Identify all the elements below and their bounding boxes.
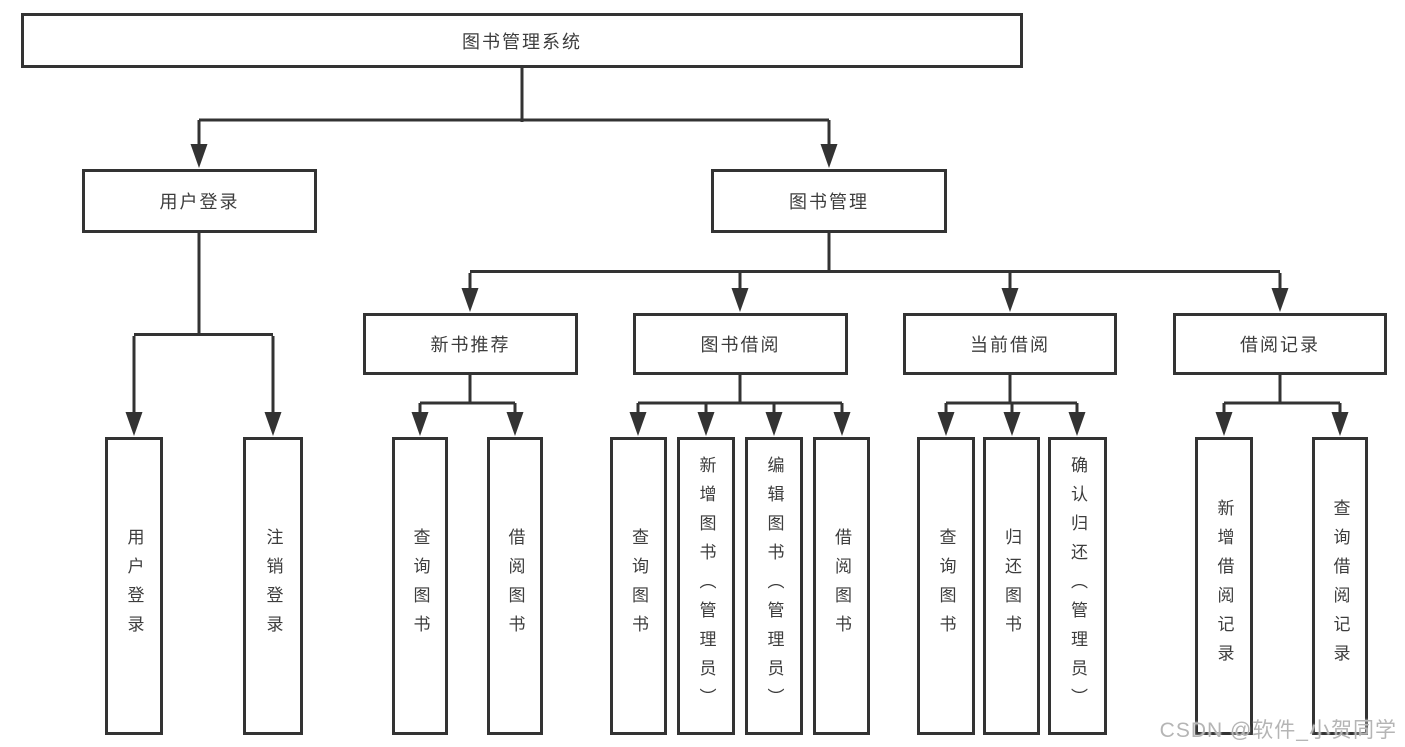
node-leaf-logout-label: 注销登录 (263, 528, 283, 644)
node-root-label: 图书管理系统 (462, 31, 582, 52)
node-leaf-cur-query-books: 查询图书 (917, 437, 975, 735)
node-leaf-bw-add-books-admin: 新增图书（管理员） (677, 437, 735, 735)
node-leaf-logout: 注销登录 (243, 437, 303, 735)
node-leaf-nb-query-books: 查询图书 (392, 437, 448, 735)
node-leaf-rec-add-record: 新增借阅记录 (1195, 437, 1253, 735)
node-new-book-recommend: 新书推荐 (363, 313, 578, 375)
node-leaf-rec-query-record-label: 查询借阅记录 (1330, 499, 1350, 673)
node-leaf-nb-borrow-books: 借阅图书 (487, 437, 543, 735)
node-leaf-nb-query-books-label: 查询图书 (410, 528, 430, 644)
node-leaf-bw-query-books-label: 查询图书 (629, 528, 648, 644)
node-leaf-bw-query-books: 查询图书 (610, 437, 667, 735)
node-leaf-bw-add-books-admin-label: 新增图书（管理员） (696, 455, 716, 717)
node-borrowing-records-label: 借阅记录 (1240, 335, 1320, 355)
node-borrowing-records: 借阅记录 (1173, 313, 1387, 375)
node-leaf-bw-edit-books-admin: 编辑图书（管理员） (745, 437, 803, 735)
node-leaf-cur-return-books-label: 归还图书 (1002, 528, 1021, 644)
node-leaf-bw-borrow-books: 借阅图书 (813, 437, 870, 735)
node-leaf-nb-borrow-books-label: 借阅图书 (505, 528, 525, 644)
node-leaf-user-login: 用户登录 (105, 437, 163, 735)
node-user-login: 用户登录 (82, 169, 317, 233)
node-current-borrowing-label: 当前借阅 (970, 335, 1050, 355)
node-book-borrowing: 图书借阅 (633, 313, 848, 375)
node-book-management: 图书管理 (711, 169, 947, 233)
node-leaf-cur-query-books-label: 查询图书 (936, 528, 956, 644)
node-leaf-bw-edit-books-admin-label: 编辑图书（管理员） (764, 455, 784, 717)
node-leaf-user-login-label: 用户登录 (124, 528, 144, 644)
node-leaf-cur-confirm-return-admin: 确认归还（管理员） (1048, 437, 1107, 735)
node-new-book-recommend-label: 新书推荐 (430, 335, 511, 355)
node-leaf-rec-query-record: 查询借阅记录 (1312, 437, 1368, 735)
node-book-borrowing-label: 图书借阅 (700, 335, 781, 355)
node-leaf-rec-add-record-label: 新增借阅记录 (1214, 499, 1234, 673)
node-book-management-label: 图书管理 (789, 192, 869, 212)
node-user-login-label: 用户登录 (159, 192, 240, 212)
arrowheads (125, 144, 1349, 436)
node-leaf-cur-return-books: 归还图书 (983, 437, 1040, 735)
node-current-borrowing: 当前借阅 (903, 313, 1117, 375)
node-leaf-cur-confirm-return-admin-label: 确认归还（管理员） (1068, 455, 1087, 717)
node-root: 图书管理系统 (21, 13, 1023, 68)
node-leaf-bw-borrow-books-label: 借阅图书 (832, 528, 851, 644)
